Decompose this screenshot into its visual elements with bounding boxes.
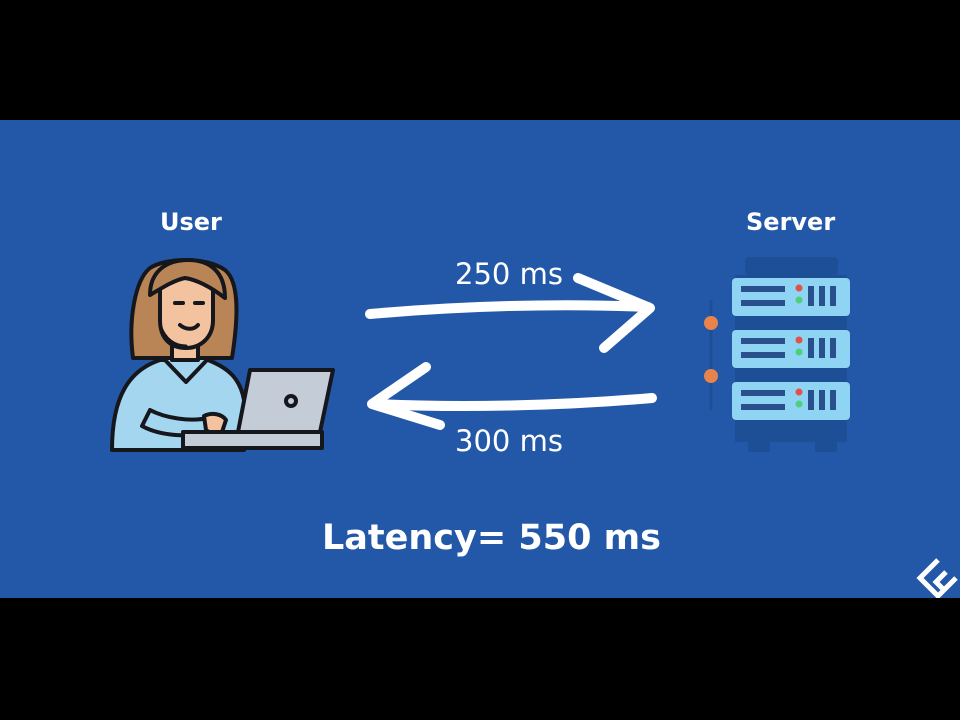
request-arrow (365, 273, 655, 353)
latency-diagram: User Server 250 ms 300 ms Latency= 550 m… (0, 120, 960, 598)
diagram-art (110, 257, 958, 598)
server-label: Server (746, 208, 836, 236)
user-label: User (160, 208, 222, 236)
logo-icon (916, 558, 958, 598)
response-arrow (367, 362, 657, 430)
response-time-label: 300 ms (455, 424, 563, 458)
request-time-label: 250 ms (455, 257, 563, 291)
server-rack-icon (704, 257, 850, 452)
latency-total-label: Latency= 550 ms (322, 518, 661, 558)
user-at-laptop-icon (110, 258, 335, 452)
